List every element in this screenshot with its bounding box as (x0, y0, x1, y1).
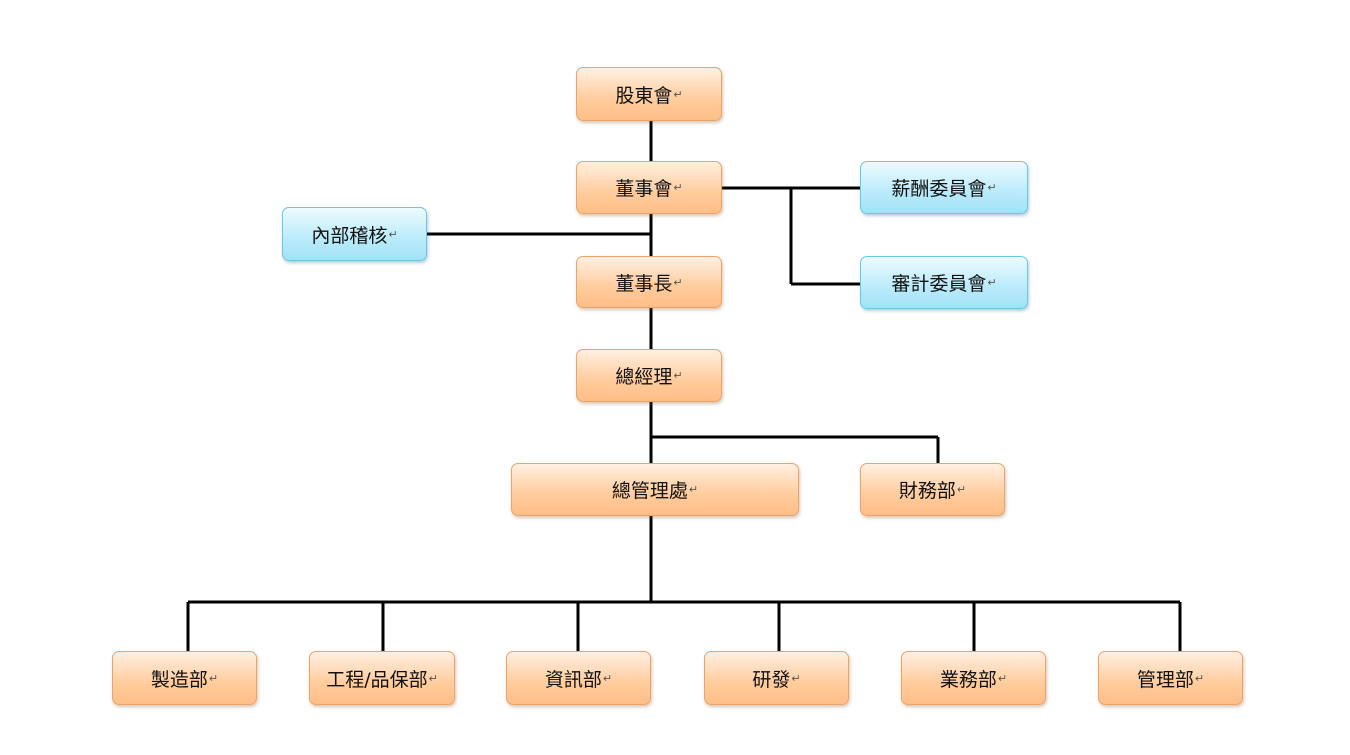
paragraph-mark: ↵ (673, 181, 683, 194)
node-label: 股東會 (615, 84, 673, 107)
node-finance: 財務部↵ (860, 463, 1005, 516)
node-label: 管理部 (1136, 668, 1194, 691)
paragraph-mark: ↵ (987, 276, 997, 289)
paragraph-mark: ↵ (673, 87, 683, 101)
node-general-management-office: 總管理處↵ (511, 463, 799, 516)
node-chairman: 董事長↵ (576, 256, 722, 308)
node-engineering-qa: 工程/品保部↵ (309, 651, 455, 705)
node-rnd: 研發↵ (704, 651, 849, 705)
paragraph-mark: ↵ (388, 227, 398, 241)
paragraph-mark: ↵ (428, 671, 438, 685)
node-remuneration-committee: 薪酬委員會↵ (860, 161, 1028, 214)
paragraph-mark: ↵ (997, 671, 1008, 685)
paragraph-mark: ↵ (602, 671, 613, 685)
paragraph-mark: ↵ (673, 275, 683, 289)
node-board: 董事會↵ (576, 161, 722, 214)
node-label: 研發 (752, 668, 791, 691)
paragraph-mark: ↵ (987, 181, 997, 194)
node-label: 董事會 (615, 178, 673, 200)
node-label: 資訊部 (544, 668, 602, 691)
paragraph-mark: ↵ (208, 671, 219, 685)
paragraph-mark: ↵ (791, 671, 801, 685)
node-label: 製造部 (150, 668, 208, 691)
node-shareholders: 股東會↵ (576, 67, 722, 121)
node-label: 薪酬委員會 (891, 178, 987, 200)
node-internal-audit: 內部稽核↵ (282, 207, 427, 261)
node-label: 工程/品保部 (326, 668, 428, 691)
node-label: 董事長 (615, 272, 673, 295)
paragraph-mark: ↵ (688, 483, 699, 496)
paragraph-mark: ↵ (1194, 671, 1205, 685)
node-label: 業務部 (939, 668, 997, 691)
node-label: 財務部 (898, 480, 956, 502)
node-label: 總經理 (615, 366, 673, 388)
node-it: 資訊部↵ (506, 651, 651, 705)
node-administration: 管理部↵ (1098, 651, 1243, 705)
node-manufacturing: 製造部↵ (112, 651, 257, 705)
paragraph-mark: ↵ (673, 369, 683, 382)
node-label: 總管理處 (611, 480, 688, 502)
node-sales: 業務部↵ (901, 651, 1046, 705)
paragraph-mark: ↵ (956, 483, 967, 496)
node-audit-committee: 審計委員會↵ (860, 256, 1028, 309)
node-label: 內部稽核 (311, 224, 388, 247)
node-general-manager: 總經理↵ (576, 349, 722, 402)
node-label: 審計委員會 (891, 273, 987, 295)
